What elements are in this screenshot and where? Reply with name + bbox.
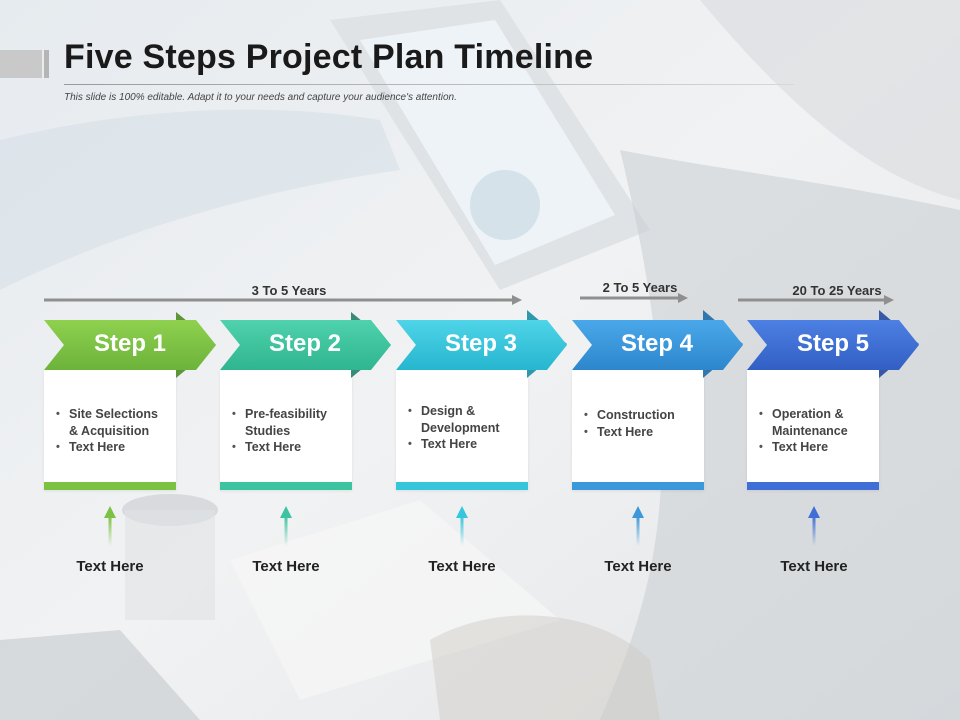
step-5-bottom-label: Text Here [780, 558, 848, 575]
step-2-bullet-2: Text Here [232, 439, 346, 456]
step-2-bullets: Pre-feasibility Studies Text Here [232, 406, 346, 456]
step-4-label: Step 4 [620, 330, 694, 357]
page-title: Five Steps Project Plan Timeline [64, 38, 594, 76]
step-3-bottom-label: Text Here [428, 558, 496, 575]
step-5-bullet-1: Operation & Maintenance [759, 406, 873, 439]
title-accent-tick [44, 50, 49, 78]
step-2-up-arrow [280, 506, 292, 546]
step-5-bullets: Operation & Maintenance Text Here [759, 406, 873, 456]
step-card-5: Operation & Maintenance Text Here [747, 370, 879, 490]
step-3-bullet-2: Text Here [408, 436, 522, 453]
step-4-bottom-label: Text Here [604, 558, 672, 575]
title-divider [64, 84, 794, 85]
step-5-card-bar [747, 482, 879, 490]
step-2-label: Step 2 [268, 330, 342, 357]
step-1-label: Step 1 [93, 330, 167, 357]
step-2-bullet-1: Pre-feasibility Studies [232, 406, 346, 439]
step-5-bullet-2: Text Here [759, 439, 873, 456]
step-1-chevron [44, 312, 216, 378]
page-subtitle: This slide is 100% editable. Adapt it to… [64, 92, 457, 103]
step-1-up-arrow [104, 506, 116, 546]
step-5-label: Step 5 [796, 330, 870, 357]
step-5-chevron [747, 310, 919, 378]
step-4-bullets: Construction Text Here [584, 407, 698, 440]
step-3-label: Step 3 [444, 330, 518, 357]
step-4-chevron [572, 310, 743, 378]
step-card-2: Pre-feasibility Studies Text Here [220, 370, 352, 490]
span-label-2: 2 To 5 Years [602, 280, 678, 295]
step-2-chevron [220, 312, 391, 378]
span-label-3: 20 To 25 Years [792, 283, 882, 298]
step-card-3: Design & Development Text Here [396, 370, 528, 490]
step-4-bullet-1: Construction [584, 407, 698, 424]
step-1-bottom-label: Text Here [76, 558, 144, 575]
step-3-up-arrow [456, 506, 468, 546]
step-card-1: Site Selections & Acquisition Text Here [44, 370, 176, 490]
step-4-up-arrow [632, 506, 644, 546]
step-3-card-bar [396, 482, 528, 490]
step-5-up-arrow [808, 506, 820, 546]
step-1-bullet-2: Text Here [56, 439, 170, 456]
step-4-card-bar [572, 482, 704, 490]
title-accent-bar [0, 50, 42, 78]
step-1-bullet-1: Site Selections & Acquisition [56, 406, 170, 439]
step-2-bottom-label: Text Here [252, 558, 320, 575]
step-3-chevron [396, 310, 567, 378]
step-card-4: Construction Text Here [572, 370, 704, 490]
step-1-card-bar [44, 482, 176, 490]
step-1-bullets: Site Selections & Acquisition Text Here [56, 406, 170, 456]
span-label-1: 3 To 5 Years [251, 283, 327, 298]
step-4-bullet-2: Text Here [584, 424, 698, 441]
step-2-card-bar [220, 482, 352, 490]
step-3-bullet-1: Design & Development [408, 403, 522, 436]
step-3-bullets: Design & Development Text Here [408, 403, 522, 453]
